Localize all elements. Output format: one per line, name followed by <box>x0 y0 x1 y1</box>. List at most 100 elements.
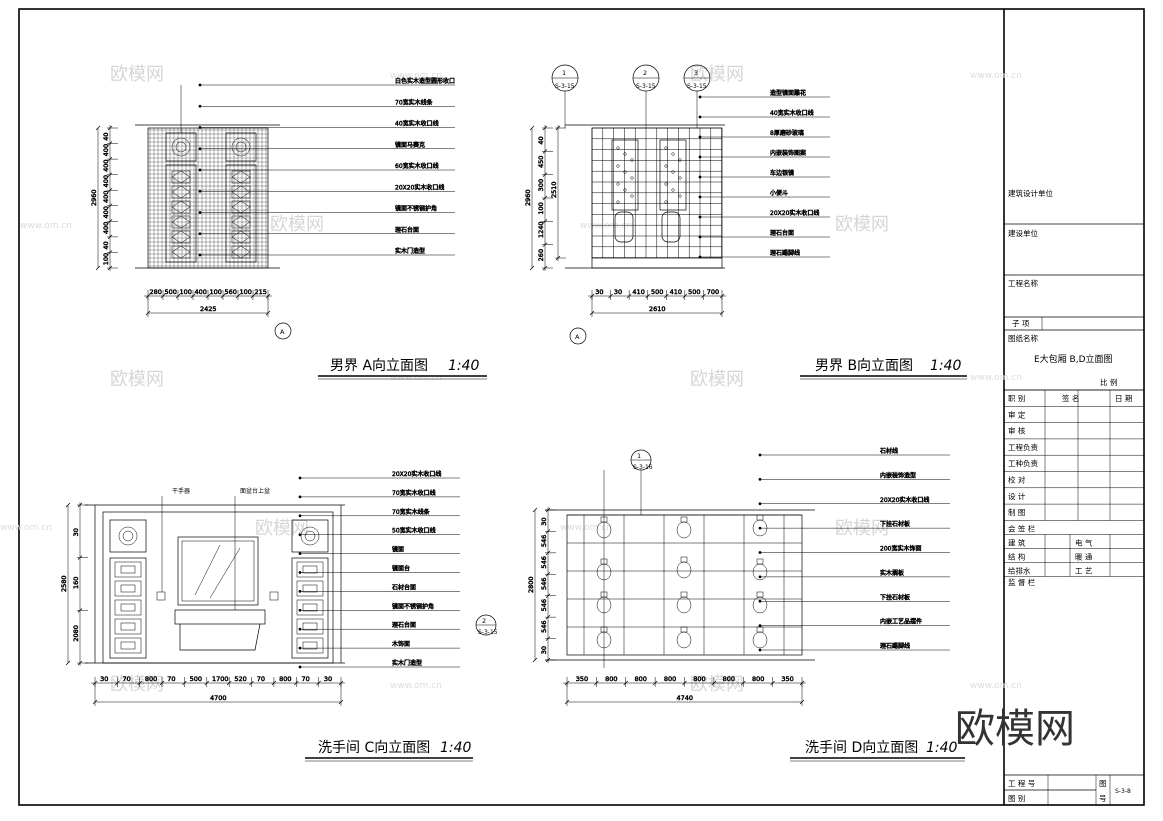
vase-icon <box>752 596 768 614</box>
door-panel <box>225 164 257 263</box>
elevation-c-scale: 1:40 <box>440 740 472 756</box>
annotation-note: 实木门造型 <box>395 247 425 255</box>
label-dryer: 干手器 <box>172 487 190 495</box>
watermark-brand: 欧模网 <box>270 214 324 235</box>
door-panel <box>109 557 147 659</box>
dimension-label: 546 <box>540 578 548 590</box>
dimension-label: 800 <box>279 675 291 683</box>
tb-role: 审 核 <box>1008 426 1026 436</box>
dimension-label: 546 <box>540 535 548 547</box>
annotation-note: 8厚磨砂玻璃 <box>770 129 804 137</box>
watermark-brand: 欧模网 <box>255 518 309 539</box>
dimension-label: 546 <box>540 556 548 568</box>
annotation-note: 镜面不锈钢护角 <box>395 205 437 213</box>
annotation-note: 20X20实木收口线 <box>770 209 819 217</box>
annotation-note: 理石台面 <box>395 226 419 234</box>
watermark-brand: 欧模网 <box>110 674 164 695</box>
tb-scale-label: 比 例 <box>1100 377 1117 387</box>
dimension-label: 400 <box>102 159 110 171</box>
title-block: 建筑设计单位 建设单位 工程名称 子 项 图纸名称 E大包厢 B,D立面图 比 … <box>1004 188 1144 805</box>
dimension-label: 400 <box>102 191 110 203</box>
watermark-url: www.om.cn <box>970 373 1022 383</box>
annotation-note: 内嵌工艺品摆件 <box>880 618 922 626</box>
dimension-total: 4700 <box>210 694 227 702</box>
annotation-note: 镜面台 <box>392 565 410 573</box>
tb-cosign-item: 给排水 <box>1008 565 1031 575</box>
tb-role: 校 对 <box>1008 475 1026 485</box>
tb-role: 制 图 <box>1008 507 1025 517</box>
dimension-label: 560 <box>225 288 237 296</box>
annotation-note: 木饰面 <box>392 640 410 648</box>
dimension-label: 30 <box>324 675 332 683</box>
tb-header: 职 别 <box>1008 394 1025 403</box>
dimension-label: 30 <box>614 288 622 296</box>
dimension-label: 350 <box>781 675 793 683</box>
watermark-brand: 欧模网 <box>835 214 889 235</box>
annotation-note: 70宽实木线条 <box>395 98 433 106</box>
dimension-label: 800 <box>752 675 764 683</box>
tb-cosign-item: 电 气 <box>1075 537 1093 547</box>
dimension-label: 800 <box>605 675 617 683</box>
dimension-label: 500 <box>688 288 700 296</box>
vase-icon <box>676 596 692 614</box>
dimension-total: 2610 <box>649 305 666 313</box>
tb-cosign-item: 工 艺 <box>1075 566 1092 575</box>
dimension-label: 500 <box>165 288 177 296</box>
tb-drawing-name-label: 图纸名称 <box>1008 333 1038 343</box>
dimension-label: 2080 <box>72 625 80 642</box>
callout-number: 3 <box>694 69 698 77</box>
section-marker <box>569 327 587 345</box>
annotation-note: 造型镜面雕花 <box>770 89 806 97</box>
annotation-note: 石材台面 <box>392 583 416 591</box>
dimension-label: 30 <box>100 675 108 683</box>
annotation-note: 内嵌装饰图案 <box>770 149 806 157</box>
tb-role: 工种负责 <box>1008 458 1038 468</box>
tb-review-label: 监 督 栏 <box>1008 577 1036 587</box>
dimension-label: 1700 <box>212 675 229 683</box>
urinal <box>614 211 634 243</box>
dimension-label: 800 <box>634 675 646 683</box>
tb-cosign-item: 结 构 <box>1008 551 1026 561</box>
section-marker-label: A <box>575 333 580 341</box>
tb-role: 审 定 <box>1008 409 1026 419</box>
tb-cosign-item: 建 筑 <box>1008 537 1026 547</box>
dimension-total: 2425 <box>200 305 217 313</box>
dimension-total: 2960 <box>524 189 532 206</box>
dimension-label: 800 <box>664 675 676 683</box>
callout-number: 1 <box>637 452 641 460</box>
callout-ref: S-3-16 <box>633 464 653 471</box>
watermark-brand: 欧模网 <box>110 369 164 390</box>
dimension-label: 70 <box>123 675 131 683</box>
watermark-url: www.om.cn <box>390 681 442 691</box>
dimension-label: 160 <box>72 577 80 589</box>
dimension-label: 500 <box>651 288 663 296</box>
sheet-border <box>18 8 1145 806</box>
dimension-label: 800 <box>145 675 157 683</box>
dimension-label: 70 <box>257 675 265 683</box>
annotation-note: 200宽实木饰面 <box>880 545 921 553</box>
section-marker <box>274 322 292 340</box>
annotation-note: 40宽实木收口线 <box>770 109 814 117</box>
tb-project-name: 工程名称 <box>1008 278 1038 288</box>
dimension-label: 450 <box>537 156 545 168</box>
callout-number: 1 <box>562 69 566 77</box>
annotation-note: 20X20实木收口线 <box>880 496 929 504</box>
dimension-label: 520 <box>234 675 246 683</box>
annotation-note: 理石台面 <box>392 621 416 629</box>
callout-ref: S-3-15 <box>687 83 707 90</box>
dimension-total: 4740 <box>677 694 694 702</box>
dimension-label: 700 <box>707 288 719 296</box>
dimension-label: 30 <box>72 528 80 536</box>
annotation-note: 下挂石材板 <box>880 593 910 601</box>
dimension-label: 70 <box>301 675 309 683</box>
tb-sheet-number: S-3-8 <box>1115 788 1131 795</box>
dimension-label: 100 <box>537 202 545 214</box>
annotation-note: 小便斗 <box>770 189 788 197</box>
tb-sub-item: 子 项 <box>1012 319 1030 328</box>
elevation-a: 白色实木造型圆形收口70宽实木线条40宽实木收口线镜面马赛克60宽实木收口线20… <box>90 77 487 380</box>
callout-ref: S-3-15 <box>555 83 575 90</box>
callout-number: 2 <box>482 617 486 625</box>
dimension-label: 100 <box>102 253 110 265</box>
tb-cosign-item: 暖 通 <box>1075 551 1093 561</box>
